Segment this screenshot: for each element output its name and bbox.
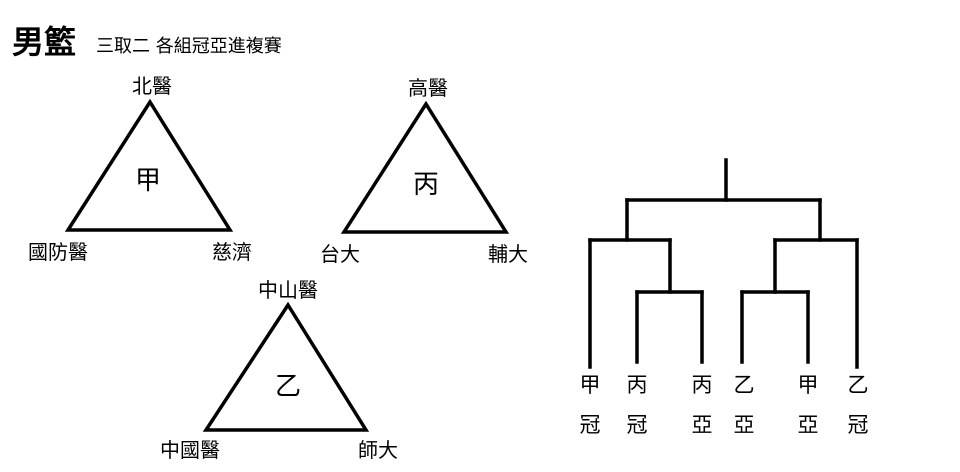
team-label: 高醫 [408, 76, 448, 100]
bracket-slot-group: 乙 [847, 373, 869, 397]
group-name: 乙 [274, 372, 302, 402]
team-label: 北醫 [132, 74, 172, 98]
subtitle: 三取二 各組冠亞進複賽 [96, 36, 282, 57]
group-triangle-bing [340, 100, 510, 234]
group-triangle-jia [64, 98, 234, 232]
team-label: 國防醫 [28, 240, 88, 264]
team-label: 中國醫 [160, 438, 220, 462]
bracket-slot-rank: 冠 [626, 413, 648, 437]
team-label: 輔大 [488, 242, 528, 266]
bracket-slot-rank: 亞 [691, 413, 713, 437]
bracket-lines [588, 158, 859, 369]
bracket-slot-group: 丙 [626, 373, 648, 397]
bracket-slot-rank: 亞 [733, 413, 755, 437]
bracket-slot-rank: 冠 [579, 413, 601, 437]
page-title: 男籃 [12, 23, 77, 61]
team-label: 師大 [358, 438, 398, 462]
bracket-slot-rank: 冠 [847, 413, 869, 437]
bracket-slot-group: 乙 [733, 373, 755, 397]
bracket-slot-rank: 亞 [797, 413, 819, 437]
group-triangle-yi [202, 301, 370, 432]
group-name: 丙 [412, 170, 440, 200]
group-name: 甲 [134, 166, 162, 196]
bracket-slot-group: 甲 [579, 373, 601, 397]
team-label: 台大 [320, 242, 360, 266]
team-label: 中山醫 [258, 278, 318, 302]
team-label: 慈濟 [212, 240, 252, 264]
bracket-slot-group: 甲 [797, 373, 819, 397]
bracket-slot-group: 丙 [691, 373, 713, 397]
